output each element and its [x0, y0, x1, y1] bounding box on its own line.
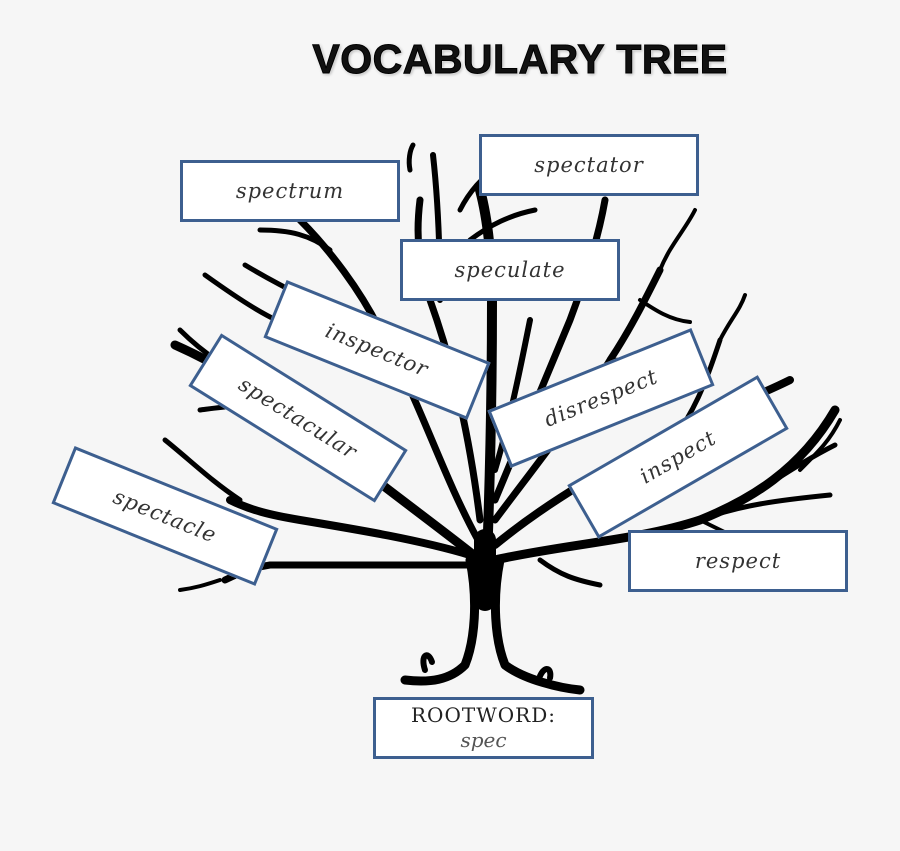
word-label: spectrum	[235, 179, 345, 203]
word-label: speculate	[454, 258, 566, 282]
word-card-respect: respect	[628, 530, 848, 592]
root-word-card: ROOTWORD: spec	[373, 697, 594, 759]
root-word-label: ROOTWORD:	[411, 703, 556, 727]
word-card-speculate: speculate	[400, 239, 620, 301]
page-title: VOCABULARY TREE	[312, 36, 728, 83]
root-word-value: spec	[460, 728, 507, 752]
word-card-spectator: spectator	[479, 134, 699, 196]
word-label: spectator	[534, 153, 644, 177]
word-card-spectrum: spectrum	[180, 160, 400, 222]
word-label: respect	[694, 549, 782, 573]
